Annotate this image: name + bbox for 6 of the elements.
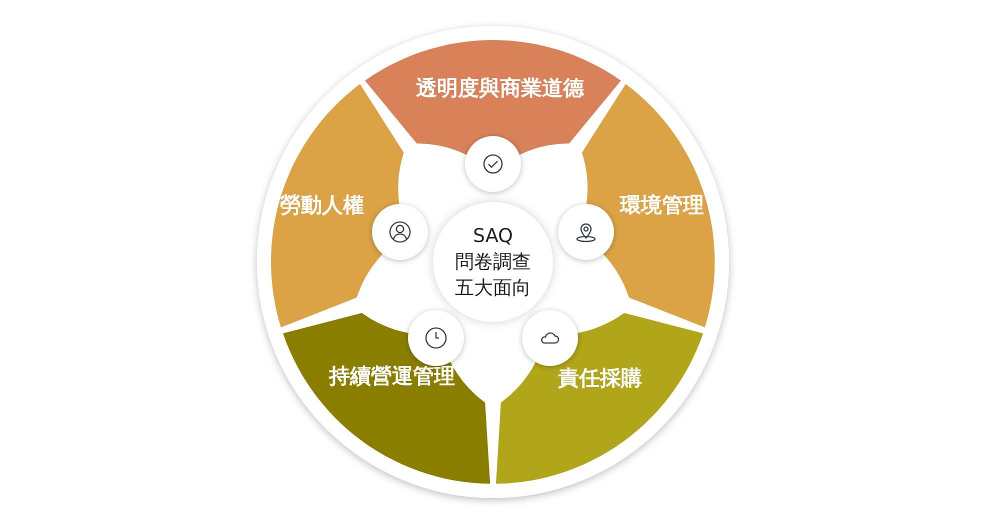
center-title: SAQ 問卷調查五大面向 [454,224,532,301]
segment-label: 持續營運管理 [328,362,455,390]
segment-label: 責任採購 [558,364,642,392]
segment-label: 環境管理 [620,192,704,219]
segment-label: 勞動人權 [280,192,364,219]
segment-label: 透明度與商業道德 [416,75,584,102]
